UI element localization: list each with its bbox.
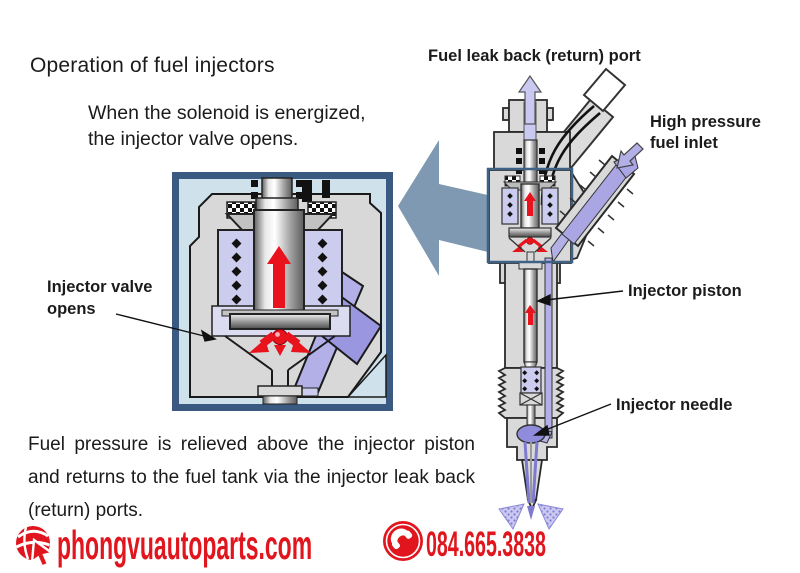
label-high-pressure-line1: High pressure	[650, 113, 761, 131]
inset-flow-arrows	[249, 331, 311, 356]
valve-section	[501, 175, 559, 270]
injector-needle-tip	[516, 404, 546, 504]
label-return-port: Fuel leak back (return) port	[428, 47, 641, 65]
inset-spring-right	[303, 229, 343, 315]
globe-cursor-icon	[15, 526, 55, 569]
description-paragraph: Fuel pressure is relieved above the inje…	[28, 434, 475, 521]
page-title: Operation of fuel injectors	[30, 54, 275, 77]
inset-lift-arrow	[267, 246, 291, 308]
phone-number-text: 084.665.3838	[426, 525, 546, 564]
label-injector-needle: Injector needle	[616, 396, 733, 414]
subtitle-line1: When the solenoid is energized,	[88, 102, 366, 124]
label-injector-piston: Injector piston	[628, 282, 742, 300]
high-pressure-inlet	[554, 151, 639, 248]
high-pressure-channel	[539, 231, 571, 444]
callout-line1: Injector valve	[47, 278, 153, 296]
inlet-flow-arrow	[616, 142, 644, 169]
subtitle: When the solenoid is energized, the inje…	[88, 100, 366, 152]
zoom-arrow	[398, 140, 492, 276]
callout-line2: opens	[47, 300, 96, 318]
phone-icon	[383, 521, 423, 561]
valve-inset-diagram	[172, 172, 393, 411]
inset-spring-left	[217, 229, 257, 315]
label-leader-lines	[115, 290, 624, 436]
subtitle-line2: the injector valve opens.	[88, 128, 299, 150]
fuel-spray	[498, 503, 564, 531]
website-text: phongvuautoparts.com	[57, 522, 313, 568]
injector-diagram	[486, 67, 644, 531]
label-high-pressure-line2: fuel inlet	[650, 134, 718, 152]
return-flow-arrow	[517, 74, 543, 125]
valve-opens-callout: Injector valve opens	[47, 276, 152, 320]
label-high-pressure-inlet: High pressure fuel inlet	[650, 112, 780, 154]
